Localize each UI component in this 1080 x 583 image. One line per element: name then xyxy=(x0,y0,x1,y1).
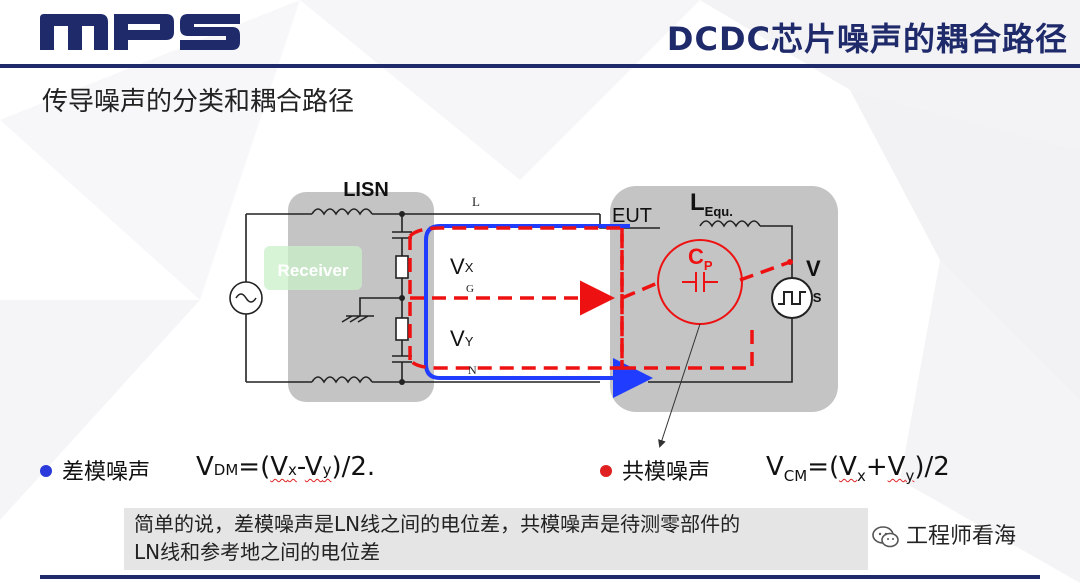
formula-cm: VCM=(Vx+Vy)/2 xyxy=(766,452,950,485)
cp-label: CP xyxy=(688,244,713,273)
lequ-inductor xyxy=(699,220,761,228)
cm-label: 共模噪声 xyxy=(622,460,711,485)
summary-note: 简单的说，差模噪声是LN线之间的电位差，共模噪声是待测零部件的 LN线和参考地之… xyxy=(124,508,868,570)
watermark-text: 工程师看海 xyxy=(906,524,1017,549)
note-line-1: 简单的说，差模噪声是LN线之间的电位差，共模噪声是待测零部件的 xyxy=(134,512,741,536)
dm-dot xyxy=(40,465,52,477)
dm-label: 差模噪声 xyxy=(62,460,151,485)
eut-box xyxy=(610,186,838,412)
section-subtitle: 传导噪声的分类和耦合路径 xyxy=(42,87,355,117)
lisn-inductor-top xyxy=(311,208,373,216)
receiver-label: Receiver xyxy=(278,261,349,280)
note-line-2: LN线和参考地之间的电位差 xyxy=(134,540,381,564)
line-l-label: L xyxy=(472,194,480,209)
mps-logo xyxy=(40,14,240,50)
lisn-inductor-bottom xyxy=(311,376,373,384)
line-n-label: N xyxy=(468,363,477,377)
wechat-watermark: 工程师看海 xyxy=(872,518,1016,550)
receiver-box xyxy=(264,246,362,290)
lisn-label: LISN xyxy=(343,179,389,201)
footer-divider xyxy=(40,575,1040,579)
cp-pointer xyxy=(658,323,701,448)
vy-label: VY xyxy=(450,326,474,351)
header-divider xyxy=(0,64,1080,68)
lisn-box xyxy=(288,192,434,402)
eut-label: EUT xyxy=(612,205,652,227)
legend-cm: 共模噪声 xyxy=(600,454,710,486)
vx-label: VX xyxy=(450,254,474,279)
legend-dm: 差模噪声 xyxy=(40,454,150,486)
page-title: DCDC芯片噪声的耦合路径 xyxy=(666,20,1068,58)
lequ-label: LEqu. xyxy=(690,189,733,219)
cm-path-loop xyxy=(408,226,624,370)
ground-sub-label: G xyxy=(466,283,474,295)
formula-dm: VDM=(Vx-Vy)/2. xyxy=(196,452,376,482)
cm-dot xyxy=(600,465,612,477)
wechat-icon xyxy=(872,526,899,548)
